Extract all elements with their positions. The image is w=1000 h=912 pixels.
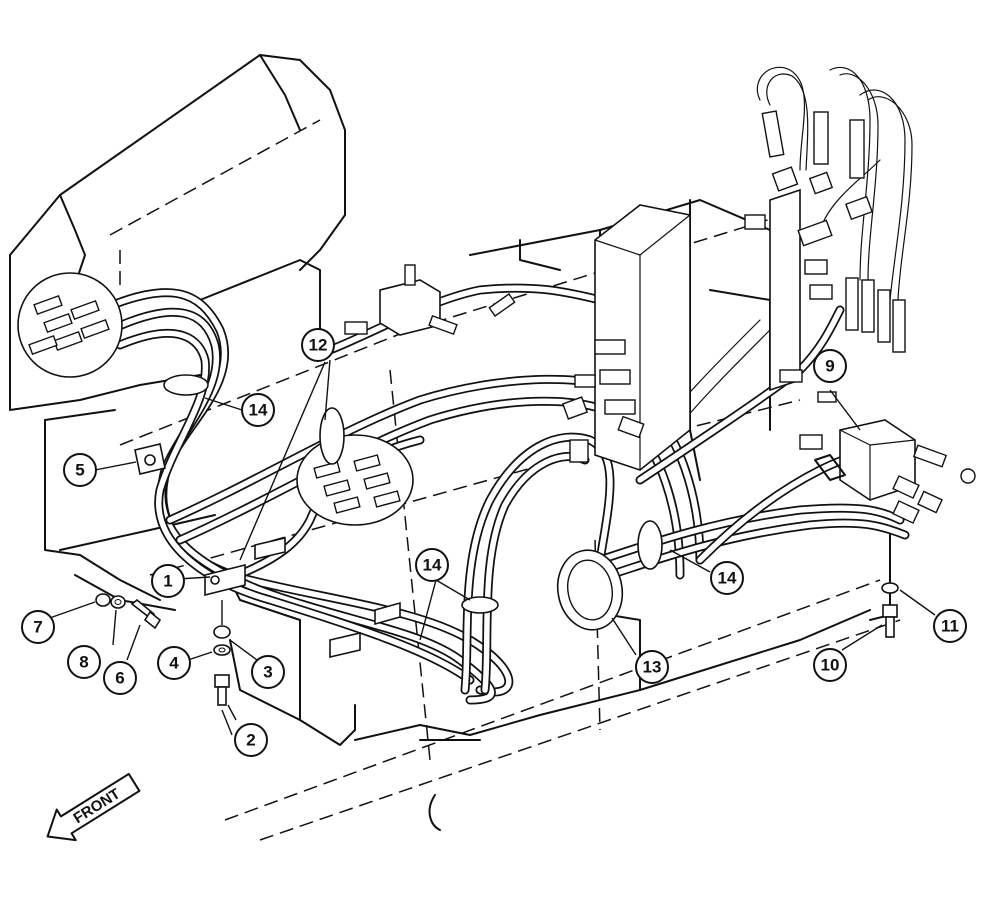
svg-text:3: 3 <box>263 663 272 682</box>
callout-13: 13 <box>635 650 669 684</box>
svg-text:7: 7 <box>33 618 42 637</box>
callout-1: 1 <box>151 564 185 598</box>
svg-text:4: 4 <box>169 654 179 673</box>
hose-clamps <box>163 374 663 631</box>
svg-text:8: 8 <box>79 653 88 672</box>
svg-text:5: 5 <box>75 461 84 480</box>
solenoid-valve-block <box>779 369 976 524</box>
svg-text:10: 10 <box>821 656 840 675</box>
callout-14-upper-left: 14 <box>241 393 275 427</box>
callout-7: 7 <box>21 610 55 644</box>
callout-14-center: 14 <box>415 548 449 582</box>
svg-text:14: 14 <box>249 401 268 420</box>
engine-housing <box>9 54 346 411</box>
callout-14-right: 14 <box>710 561 744 595</box>
pilot-manifold <box>744 110 906 392</box>
front-arrow-icon: FRONT <box>46 772 141 842</box>
callout-2: 2 <box>234 723 268 757</box>
svg-text:1: 1 <box>163 572 172 591</box>
svg-text:12: 12 <box>309 336 328 355</box>
svg-text:6: 6 <box>115 669 124 688</box>
callout-8: 8 <box>67 645 101 679</box>
svg-text:14: 14 <box>423 556 442 575</box>
svg-text:13: 13 <box>643 658 662 677</box>
callout-12: 12 <box>301 328 335 362</box>
center-fitting-cluster <box>296 434 414 526</box>
svg-text:2: 2 <box>246 731 255 750</box>
clamp-bracket <box>134 443 166 475</box>
callout-9: 9 <box>813 349 847 383</box>
small-valve-block <box>344 264 516 336</box>
hardware <box>95 560 899 736</box>
callout-3: 3 <box>251 655 285 689</box>
svg-text:14: 14 <box>718 569 737 588</box>
callout-5: 5 <box>63 453 97 487</box>
svg-text:9: 9 <box>825 357 834 376</box>
hose-bundle <box>95 283 910 705</box>
control-valve-bank <box>561 204 691 471</box>
callout-4: 4 <box>157 646 191 680</box>
callout-10: 10 <box>813 648 847 682</box>
left-fitting-cluster <box>17 272 123 378</box>
svg-text:11: 11 <box>941 617 959 636</box>
callout-11: 11 <box>933 609 967 643</box>
mounting-brackets <box>204 536 401 659</box>
callout-6: 6 <box>103 661 137 695</box>
